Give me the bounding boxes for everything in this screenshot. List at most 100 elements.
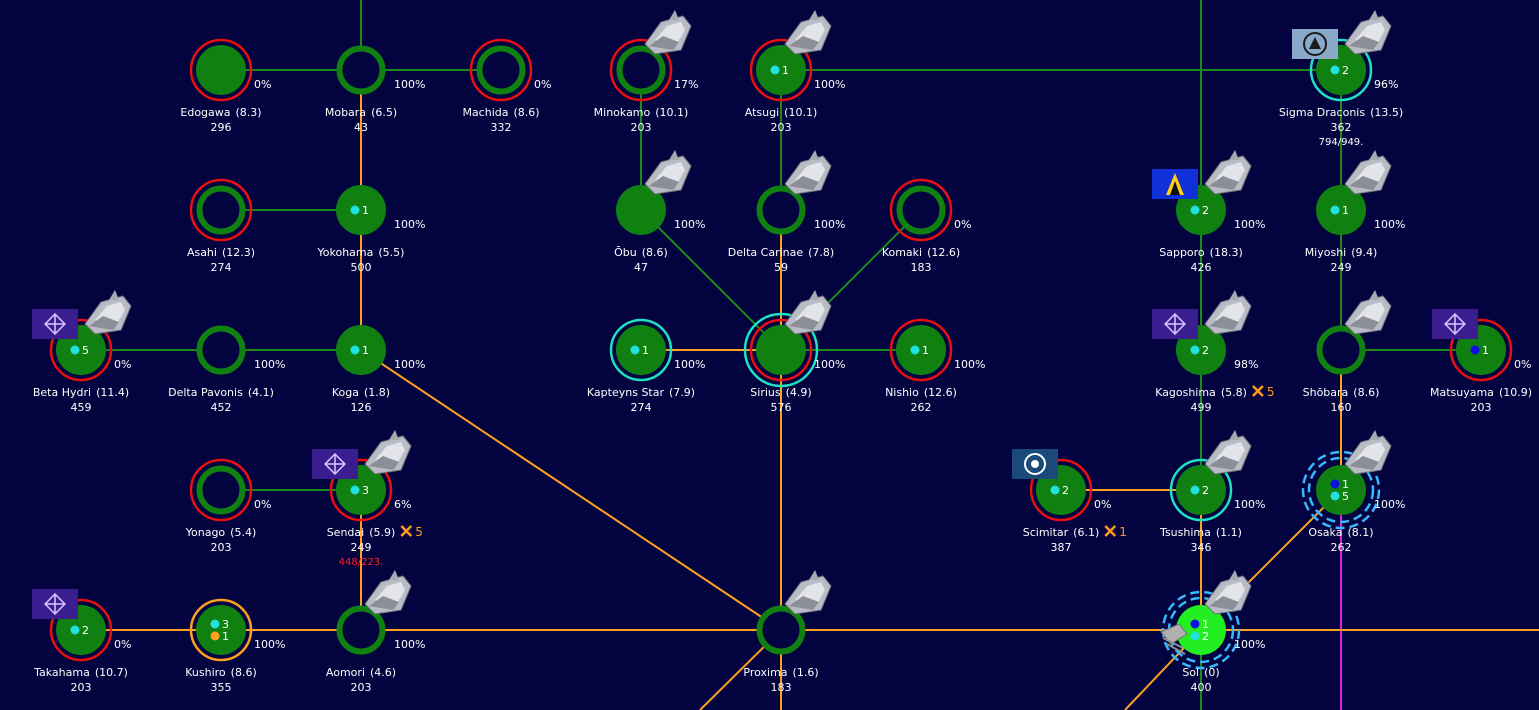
- system-aomori[interactable]: 100%Aomori(4.6)203: [326, 570, 426, 694]
- threat-marker-icon[interactable]: [1104, 525, 1117, 537]
- planet-body[interactable]: [336, 45, 386, 95]
- planet-body[interactable]: [336, 605, 386, 655]
- fleet-icon[interactable]: [784, 10, 832, 55]
- planet-body[interactable]: [896, 185, 946, 235]
- empire-flag-icon[interactable]: [1432, 309, 1478, 339]
- system-asahi[interactable]: Asahi(12.3)274: [187, 178, 255, 274]
- empire-flag-icon[interactable]: [32, 309, 78, 339]
- system-yonago[interactable]: 0%Yonago(5.4)203: [185, 458, 272, 554]
- planet-body[interactable]: [896, 325, 946, 375]
- system-matsuyama[interactable]: 10%Matsuyama(10.9)203: [1430, 309, 1532, 414]
- system-machida[interactable]: 0%Machida(8.6)332: [462, 38, 551, 134]
- planet-body[interactable]: [196, 185, 246, 235]
- fleet-ring: [1307, 456, 1375, 524]
- star-body[interactable]: [1176, 605, 1226, 655]
- fleet-icon[interactable]: [1204, 430, 1252, 475]
- system-mobara[interactable]: 100%Mobara(6.5)43: [325, 45, 426, 135]
- empire-flag-icon[interactable]: [1152, 309, 1198, 339]
- progress-percent: 100%: [814, 78, 845, 91]
- threat-marker-icon[interactable]: [1252, 385, 1264, 397]
- planet-body[interactable]: [196, 605, 246, 655]
- planet-body[interactable]: [756, 185, 806, 235]
- system-delta-pavonis[interactable]: 100%Delta Pavonis(4.1)452: [168, 325, 285, 415]
- empire-flag-icon[interactable]: [1152, 169, 1198, 199]
- planet-body[interactable]: [756, 605, 806, 655]
- planet-body[interactable]: [616, 45, 666, 95]
- unit-dot-icon: [1190, 619, 1200, 629]
- system-proxima[interactable]: Proxima(1.6)183: [743, 570, 832, 694]
- system-name-label: Sapporo(18.3): [1159, 246, 1243, 259]
- fleet-icon[interactable]: [784, 570, 832, 615]
- fleet-icon[interactable]: [1344, 10, 1392, 55]
- planet-body[interactable]: [1316, 465, 1366, 515]
- system-name-label: Sendai(5.9): [327, 526, 396, 539]
- planet-body[interactable]: [756, 325, 806, 375]
- system-value: (7.9): [669, 386, 695, 399]
- system-value: (6.5): [371, 106, 397, 119]
- planet-body[interactable]: [336, 325, 386, 375]
- empire-flag-icon[interactable]: [1292, 29, 1338, 59]
- system-name: Delta Pavonis: [168, 386, 243, 399]
- fleet-icon[interactable]: [784, 150, 832, 195]
- system-beta-hydri[interactable]: 50%Beta Hydri(11.4)459: [32, 290, 132, 414]
- fleet-icon[interactable]: [784, 290, 832, 335]
- fleet-icon[interactable]: [1344, 150, 1392, 195]
- system-name-label: Matsuyama(10.9): [1430, 386, 1532, 399]
- planet-body[interactable]: [1176, 465, 1226, 515]
- planet-body[interactable]: [336, 185, 386, 235]
- system-delta-carinae[interactable]: 100%Delta Carinae(7.8)59: [728, 150, 846, 274]
- planet-body[interactable]: [1316, 325, 1366, 375]
- threat-marker-icon[interactable]: [400, 525, 413, 537]
- planet-body[interactable]: [476, 45, 526, 95]
- fleet-icon[interactable]: [364, 570, 412, 615]
- fleet-icon[interactable]: [1204, 150, 1252, 195]
- planet-body[interactable]: [616, 185, 666, 235]
- empire-flag-icon[interactable]: [312, 449, 358, 479]
- fleet-icon[interactable]: [364, 430, 412, 475]
- planet-body[interactable]: [756, 45, 806, 95]
- fleet-icon[interactable]: [644, 10, 692, 55]
- fleet-icon[interactable]: [84, 290, 132, 335]
- station-icon[interactable]: [1160, 623, 1188, 655]
- system-takahama[interactable]: 20%Takahama(10.7)203: [32, 589, 131, 694]
- unit-count: 1: [362, 204, 369, 217]
- system-name: Kapteyns Star: [587, 386, 665, 399]
- empire-flag-icon[interactable]: [32, 589, 78, 619]
- fleet-icon[interactable]: [1344, 430, 1392, 475]
- system-value: (13.5): [1370, 106, 1403, 119]
- fleet-icon[interactable]: [1204, 290, 1252, 335]
- system-minokamo[interactable]: 17%Minokamo(10.1)203: [594, 10, 699, 134]
- fleet-icon[interactable]: [644, 150, 692, 195]
- planet-body[interactable]: [196, 325, 246, 375]
- system-komaki[interactable]: 0%Komaki(12.6)183: [882, 178, 972, 274]
- planet-body[interactable]: [196, 465, 246, 515]
- planet-body[interactable]: [1316, 185, 1366, 235]
- system-sirius[interactable]: 100%Sirius(4.9)576: [743, 290, 845, 414]
- planet-body[interactable]: [616, 325, 666, 375]
- system-obu[interactable]: 100%Ōbu(8.6)47: [614, 150, 705, 274]
- empire-flag-icon[interactable]: [1012, 449, 1058, 479]
- fleet-icon[interactable]: [1344, 290, 1392, 335]
- planet-body[interactable]: [196, 45, 246, 95]
- system-name: Shōbara: [1303, 386, 1349, 399]
- fleet-ring: [1301, 450, 1381, 530]
- system-shobara[interactable]: Shōbara(8.6)160: [1303, 290, 1392, 414]
- system-edogawa[interactable]: 0%Edogawa(8.3)296: [180, 38, 271, 134]
- fleet-icon[interactable]: [1204, 570, 1252, 615]
